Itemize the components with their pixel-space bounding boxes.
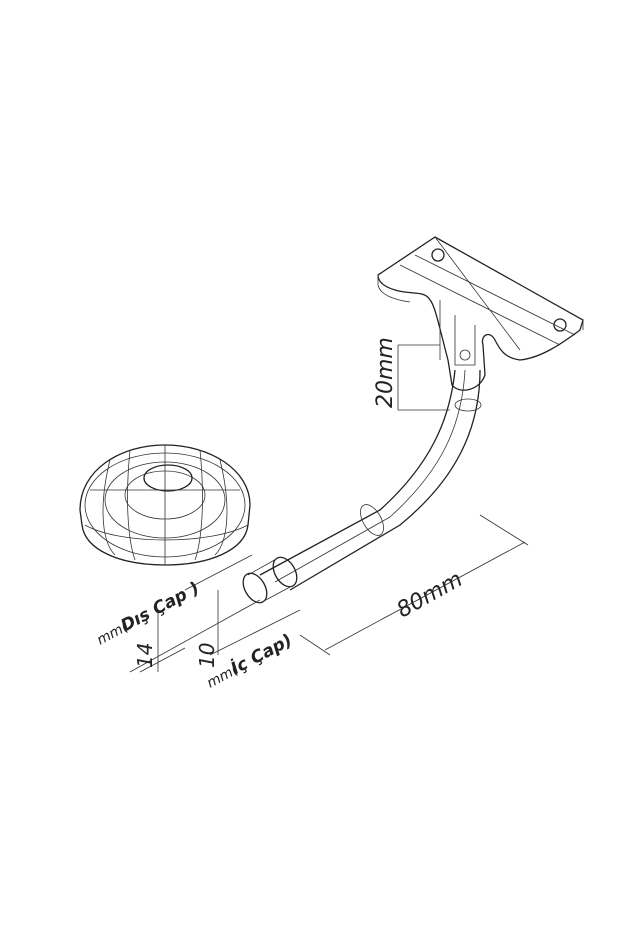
outer-diameter-name: Dış Çap ) (118, 578, 203, 636)
tube (242, 369, 482, 604)
dimension-lines (129, 344, 529, 673)
tube-length-label: 80mm (393, 567, 467, 623)
mounting-bracket (377, 236, 584, 391)
outer-diameter-value: 14 (133, 643, 157, 668)
dome-cap (79, 444, 251, 566)
inner-diameter-value: 10 (195, 643, 219, 668)
inner-diameter-name: İç Çap) (227, 629, 296, 680)
bracket-height-label: 20mm (373, 337, 398, 408)
outer-diameter-label: mm( Dış Çap ) (94, 578, 203, 648)
